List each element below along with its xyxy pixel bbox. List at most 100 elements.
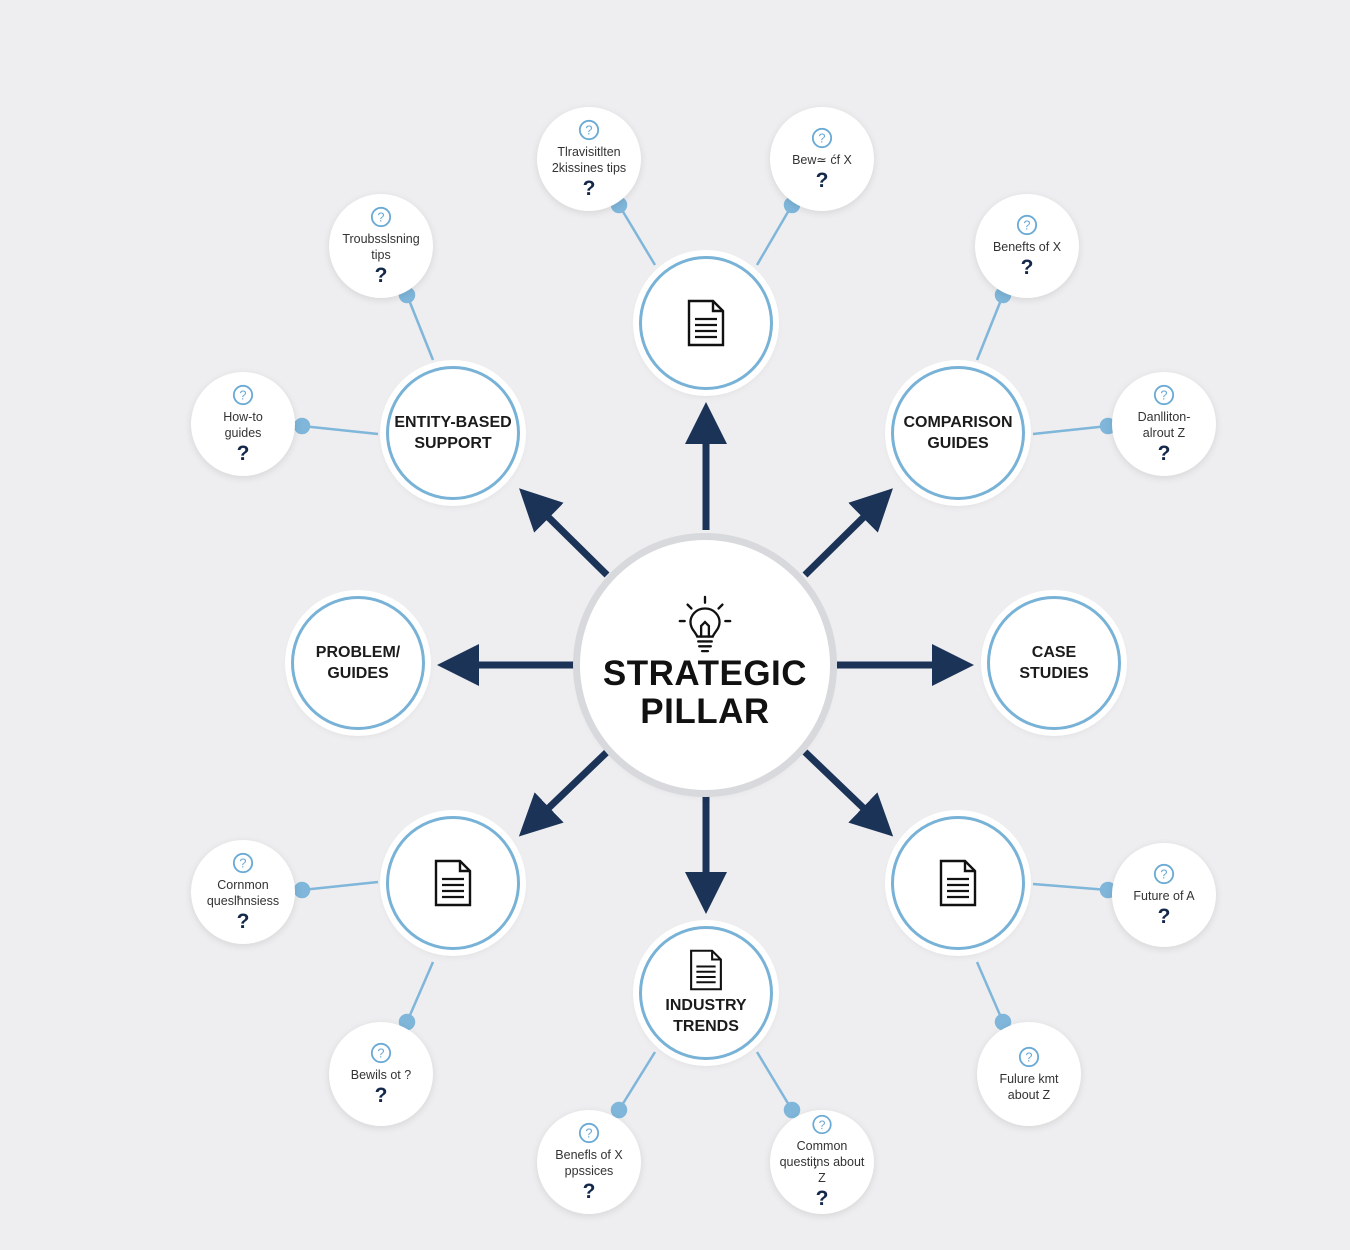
question-mark: ?	[582, 1179, 596, 1203]
node-label-line-1: PROBLEM/	[315, 644, 401, 661]
question-circle-icon: ?	[578, 1122, 600, 1143]
node-label-line-2: TRENDS	[673, 1018, 739, 1035]
question-bubble-5[interactable]: ? Benefts of X ?	[975, 194, 1079, 298]
question-bubble-8[interactable]: ? Bewils οt ? ?	[329, 1022, 433, 1126]
svg-text:?: ?	[1160, 387, 1167, 402]
question-bubble-6[interactable]: ? Danlliton-alrout Z ?	[1112, 372, 1216, 476]
question-text: Future of A	[1133, 888, 1195, 903]
question-text: Benefts of X	[992, 239, 1062, 254]
connector-q8	[405, 961, 435, 1023]
document-icon	[939, 859, 977, 907]
connector-q1	[617, 204, 657, 266]
node-problem-guides[interactable]: PROBLEM/ GUIDES	[291, 596, 425, 730]
question-circle-icon: ?	[370, 1042, 392, 1063]
question-circle-icon: ?	[578, 119, 600, 140]
svg-text:?: ?	[239, 387, 246, 402]
node-label-line-1: CASE	[1031, 644, 1077, 661]
node-lower-right-document[interactable]	[891, 816, 1025, 950]
connector-q10	[975, 961, 1005, 1023]
question-circle-icon: ?	[812, 1114, 832, 1135]
question-text: Bew≃ ćf X	[792, 152, 852, 167]
question-mark: ?	[236, 909, 250, 933]
connector-q6	[1032, 424, 1109, 436]
question-circle-icon: ?	[370, 206, 392, 227]
svg-text:?: ?	[377, 1045, 384, 1060]
svg-text:?: ?	[818, 130, 825, 145]
svg-text:?: ?	[239, 855, 246, 870]
question-circle-icon: ?	[1153, 384, 1175, 405]
question-circle-icon: ?	[1016, 214, 1038, 235]
question-text: Danlliton-alrout Z	[1137, 409, 1191, 440]
node-label-line-1: ENTITY-BASED	[394, 414, 512, 431]
node-top-document[interactable]	[639, 256, 773, 390]
question-circle-icon: ?	[232, 852, 254, 873]
node-label-line-2: GUIDES	[927, 435, 989, 452]
question-circle-icon: ?	[1018, 1046, 1040, 1067]
question-mark: ?	[815, 1187, 829, 1210]
arrow-to-upper-left	[519, 488, 610, 578]
svg-text:?: ?	[377, 209, 384, 224]
center-title-line-1: STRATEGIC	[602, 654, 808, 693]
connector-q4	[301, 424, 379, 436]
connector-dot-q4	[293, 417, 311, 435]
node-label-line-2: STUDIES	[1019, 665, 1089, 682]
question-text: Bewils οt ?	[350, 1067, 412, 1082]
svg-text:?: ?	[585, 1125, 592, 1140]
question-bubble-9[interactable]: ? Future of A ?	[1112, 843, 1216, 947]
strategic-pillar-hub[interactable]: STRATEGIC PILLAR	[580, 540, 830, 790]
question-mark: ?	[374, 263, 388, 287]
svg-text:?: ?	[585, 122, 592, 137]
node-label-line-2: GUIDES	[327, 665, 389, 682]
question-mark: ?	[1157, 441, 1171, 465]
question-circle-icon: ?	[232, 384, 254, 405]
document-icon	[434, 859, 472, 907]
question-mark: ?	[1020, 255, 1034, 279]
node-entity-based-support[interactable]: ENTITY-BASED SUPPORT	[386, 366, 520, 500]
document-icon	[687, 299, 725, 347]
connector-q2	[755, 204, 794, 266]
svg-text:?: ?	[819, 1118, 826, 1132]
svg-text:?: ?	[1023, 217, 1030, 232]
question-circle-icon: ?	[811, 127, 833, 148]
question-mark: ?	[374, 1083, 388, 1107]
node-label-line-1: INDUSTRY	[665, 997, 747, 1014]
node-industry-trends[interactable]: INDUSTRY TRENDS	[639, 926, 773, 1060]
connector-q3	[405, 294, 435, 361]
question-circle-icon: ?	[1153, 863, 1175, 884]
node-lower-left-document[interactable]	[386, 816, 520, 950]
svg-text:?: ?	[1025, 1049, 1032, 1064]
lightbulb-icon	[678, 595, 732, 653]
connector-dot-q11	[610, 1101, 628, 1119]
arrow-to-upper-right	[802, 488, 893, 578]
question-mark: ?	[582, 176, 596, 200]
connector-q9	[1032, 882, 1109, 892]
node-comparison-guides[interactable]: COMPARISON GUIDES	[891, 366, 1025, 500]
connector-dot-q7	[293, 881, 311, 899]
arrow-to-lower-left	[518, 749, 610, 837]
connector-q7	[301, 880, 379, 892]
node-label-line-1: COMPARISON	[903, 414, 1013, 431]
svg-text:?: ?	[1160, 866, 1167, 881]
question-bubble-2[interactable]: ? Bew≃ ćf X ?	[770, 107, 874, 211]
node-label-line-2: SUPPORT	[414, 435, 492, 452]
connector-q11	[617, 1051, 657, 1111]
node-case-studies[interactable]: CASE STUDIES	[987, 596, 1121, 730]
document-icon	[690, 949, 722, 991]
connector-dot-q12	[783, 1101, 801, 1119]
arrow-to-lower-right	[802, 749, 894, 837]
